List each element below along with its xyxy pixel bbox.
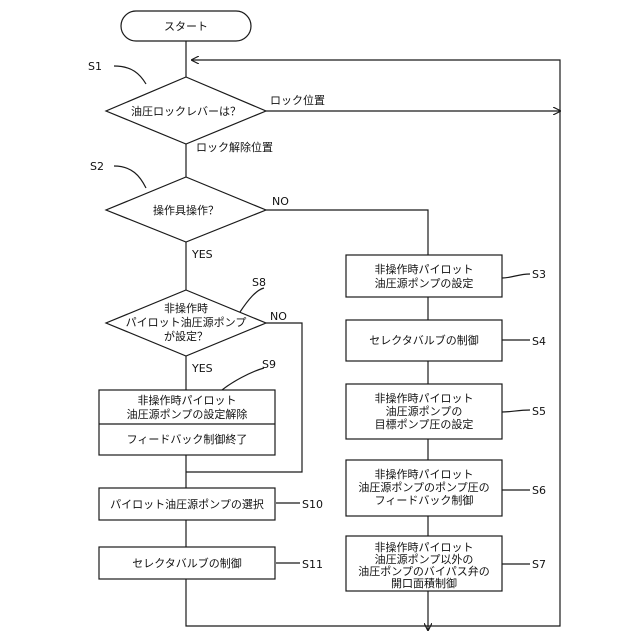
start-terminal: スタート (121, 11, 251, 41)
process-s4: セレクタバルブの制御 (346, 320, 502, 361)
s2-no-label: NO (272, 195, 289, 208)
s6-line-1: 非操作時パイロット (375, 467, 474, 481)
s9-sub: フィードバック制御終了 (127, 432, 248, 446)
s1-question: 油圧ロックレバーは？ (131, 104, 241, 118)
s8-yes-label: YES (191, 362, 213, 375)
s6-line-3: フィードバック制御 (375, 493, 474, 507)
s4-text: セレクタバルブの制御 (369, 333, 479, 347)
s6-step-label: S6 (532, 484, 546, 497)
start-label: スタート (164, 20, 208, 33)
s8-no-label: NO (270, 310, 287, 323)
decision-s1: 油圧ロックレバーは？ (106, 77, 266, 144)
s1-lock-label: ロック位置 (270, 93, 325, 107)
s8-line-2: パイロット油圧源ポンプ (126, 315, 247, 329)
s3-line-2: 油圧源ポンプの設定 (375, 276, 474, 290)
s2-step-label: S2 (90, 160, 104, 173)
process-s5: 非操作時パイロット 油圧源ポンプの 目標ポンプ圧の設定 (346, 384, 502, 439)
s2-yes-label: YES (191, 248, 213, 261)
s5-line-2: 油圧源ポンプの (386, 404, 463, 418)
s7-step-label: S7 (532, 558, 546, 571)
process-s7: 非操作時パイロット 油圧源ポンプ以外の 油圧ポンプのバイパス弁の 開口面積制御 (346, 536, 502, 591)
s11-text: セレクタバルブの制御 (132, 556, 242, 570)
s8-line-3: が設定？ (164, 329, 208, 343)
process-s6: 非操作時パイロット 油圧源ポンプのポンプ圧の フィードバック制御 (346, 460, 502, 516)
s7-line-3: 油圧ポンプのバイパス弁の (358, 564, 489, 578)
s5-step-label: S5 (532, 405, 546, 418)
s10-text: パイロット油圧源ポンプの選択 (110, 497, 264, 511)
s7-line-2: 油圧源ポンプ以外の (375, 552, 474, 566)
s7-line-1: 非操作時パイロット (375, 540, 474, 554)
s1-unlock-label: ロック解除位置 (196, 140, 273, 154)
s4-step-label: S4 (532, 335, 546, 348)
s10-step-label: S10 (302, 498, 323, 511)
process-s3: 非操作時パイロット 油圧源ポンプの設定 (346, 255, 502, 297)
process-s11: セレクタバルブの制御 (99, 547, 275, 579)
process-s9: 非操作時パイロット 油圧源ポンプの設定解除 フィードバック制御終了 (99, 390, 275, 455)
s5-line-1: 非操作時パイロット (375, 391, 474, 405)
s6-line-2: 油圧源ポンプのポンプ圧の (358, 480, 489, 494)
s7-line-4: 開口面積制御 (391, 576, 457, 590)
process-s10: パイロット油圧源ポンプの選択 (99, 488, 275, 520)
s3-line-1: 非操作時パイロット (375, 262, 474, 276)
s1-step-label: S1 (88, 60, 102, 73)
decision-s2: 操作具操作？ (106, 177, 266, 242)
s9-line-1: 非操作時パイロット (138, 393, 237, 407)
s3-step-label: S3 (532, 268, 546, 281)
s2-question: 操作具操作？ (153, 203, 219, 217)
decision-s8: 非操作時 パイロット油圧源ポンプ が設定？ (106, 290, 266, 356)
s9-line-2: 油圧源ポンプの設定解除 (127, 407, 248, 421)
s5-line-3: 目標ポンプ圧の設定 (375, 417, 474, 431)
s8-line-1: 非操作時 (164, 301, 208, 315)
s11-step-label: S11 (302, 558, 323, 571)
s9-step-label: S9 (262, 358, 276, 371)
s8-step-label: S8 (252, 276, 266, 289)
